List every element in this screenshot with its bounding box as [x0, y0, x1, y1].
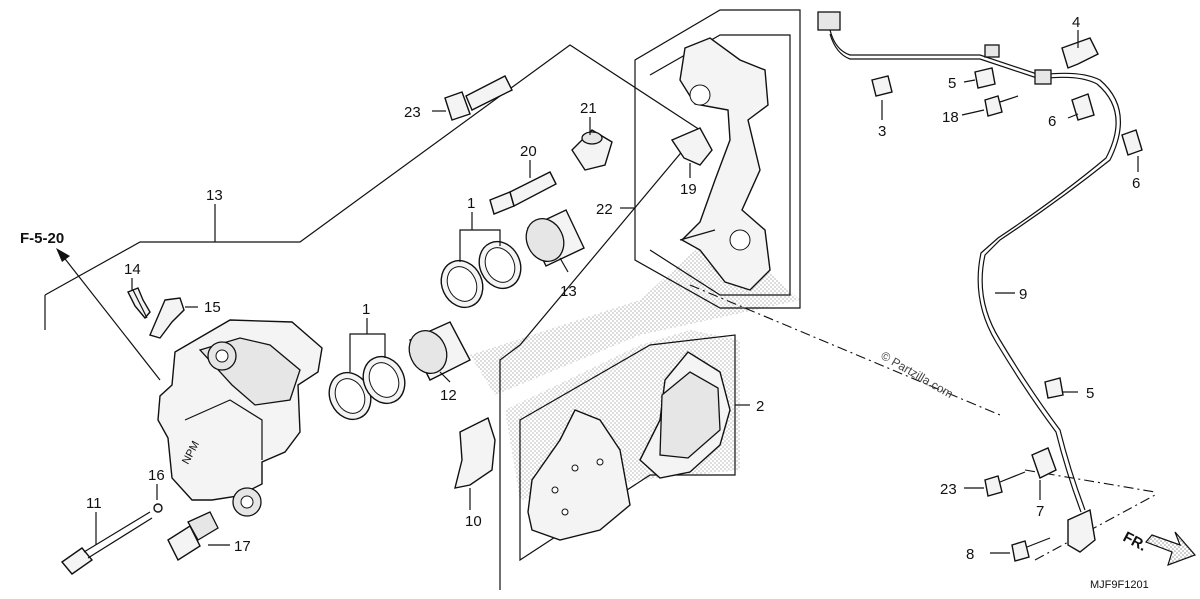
pad-pin-bolt[interactable]	[60, 511, 153, 575]
brake-pad-inner[interactable]	[527, 409, 631, 541]
callout-8[interactable]: 9	[1019, 286, 1027, 303]
reference-arrow-icon	[56, 248, 70, 262]
watermark: © Partzilla.com	[879, 348, 956, 401]
callout-9[interactable]: 10	[465, 513, 482, 530]
callout-12[interactable]: 15	[204, 299, 221, 316]
callout-15[interactable]: 19	[680, 181, 697, 198]
callout-6-right[interactable]: 6	[1132, 175, 1140, 192]
callout-4[interactable]: 4	[1072, 14, 1080, 31]
callout-19[interactable]: 13	[206, 187, 223, 204]
callout-1-upper[interactable]: 1	[467, 195, 475, 212]
leader-lines	[95, 30, 1139, 554]
callout-13-lower[interactable]: 12	[440, 387, 457, 404]
callout-22[interactable]: 23	[404, 104, 421, 121]
callout-3[interactable]: 3	[878, 123, 886, 140]
wheel-speed-sensor-harness[interactable]	[817, 11, 1121, 513]
bolt-21[interactable]	[984, 95, 1019, 117]
pad-retainer-spring[interactable]	[670, 127, 713, 166]
callout-5-upper[interactable]: 5	[948, 75, 956, 92]
callout-5-lower[interactable]: 5	[1086, 385, 1094, 402]
bracket-group-outline	[634, 9, 801, 309]
callout-14[interactable]: 16	[148, 467, 165, 484]
piston-upper[interactable]	[519, 209, 585, 268]
piston-seal-set-upper[interactable]	[434, 235, 529, 314]
caliper-pin[interactable]	[167, 511, 219, 562]
pad-spring[interactable]	[454, 417, 496, 489]
callout-6-left[interactable]: 6	[1048, 113, 1056, 130]
callout-11[interactable]: 14	[124, 261, 141, 278]
bolt-23-upper[interactable]	[984, 471, 1026, 497]
caliper-body[interactable]: NPM	[157, 319, 323, 517]
holder-4[interactable]	[1061, 37, 1099, 69]
callout-23-upper[interactable]: 23	[940, 481, 957, 498]
bleeder-cap[interactable]	[149, 297, 185, 339]
diagram-code: MJF9F1201	[1090, 579, 1149, 591]
caliper-mounting-bolt[interactable]	[444, 75, 513, 121]
brake-pad-outer[interactable]	[639, 351, 731, 479]
callout-10[interactable]: 11	[86, 495, 102, 512]
stay-7[interactable]	[1031, 447, 1057, 479]
callout-16[interactable]: 20	[520, 143, 537, 160]
front-direction-arrow-icon	[1144, 531, 1197, 566]
callout-17[interactable]: 17	[234, 538, 251, 555]
callout-23-lower[interactable]: 8	[966, 546, 974, 563]
reference-page-label[interactable]: F-5-20	[20, 230, 64, 247]
callout-20[interactable]: 22	[596, 201, 613, 218]
bracket-pin[interactable]	[489, 171, 557, 215]
clamp-5-lower[interactable]	[1044, 377, 1064, 399]
callout-18[interactable]: 21	[580, 100, 597, 117]
front-direction-label: FR.	[1120, 529, 1149, 555]
pin-plug[interactable]	[153, 503, 163, 513]
callout-7[interactable]: 7	[1036, 503, 1044, 520]
piston-seal-set-lower[interactable]	[322, 350, 413, 426]
callout-2[interactable]: 2	[756, 398, 764, 415]
clamp-6-right[interactable]	[1121, 129, 1143, 156]
caliper-bracket[interactable]	[679, 37, 771, 291]
sensor-head[interactable]	[1067, 508, 1096, 553]
clamp-3[interactable]	[871, 75, 893, 97]
clamp-6-left[interactable]	[1071, 93, 1095, 121]
bolt-23-lower[interactable]	[1011, 537, 1051, 562]
callout-21[interactable]: 18	[942, 109, 959, 126]
bleeder-screw[interactable]	[127, 287, 151, 320]
pin-boot[interactable]	[571, 129, 613, 171]
clamp-5-upper[interactable]	[974, 67, 996, 89]
callout-13-upper[interactable]: 13	[560, 283, 577, 300]
callout-1-lower[interactable]: 1	[362, 301, 370, 318]
pad-set-outline	[519, 334, 736, 562]
piston-lower[interactable]	[402, 321, 471, 381]
